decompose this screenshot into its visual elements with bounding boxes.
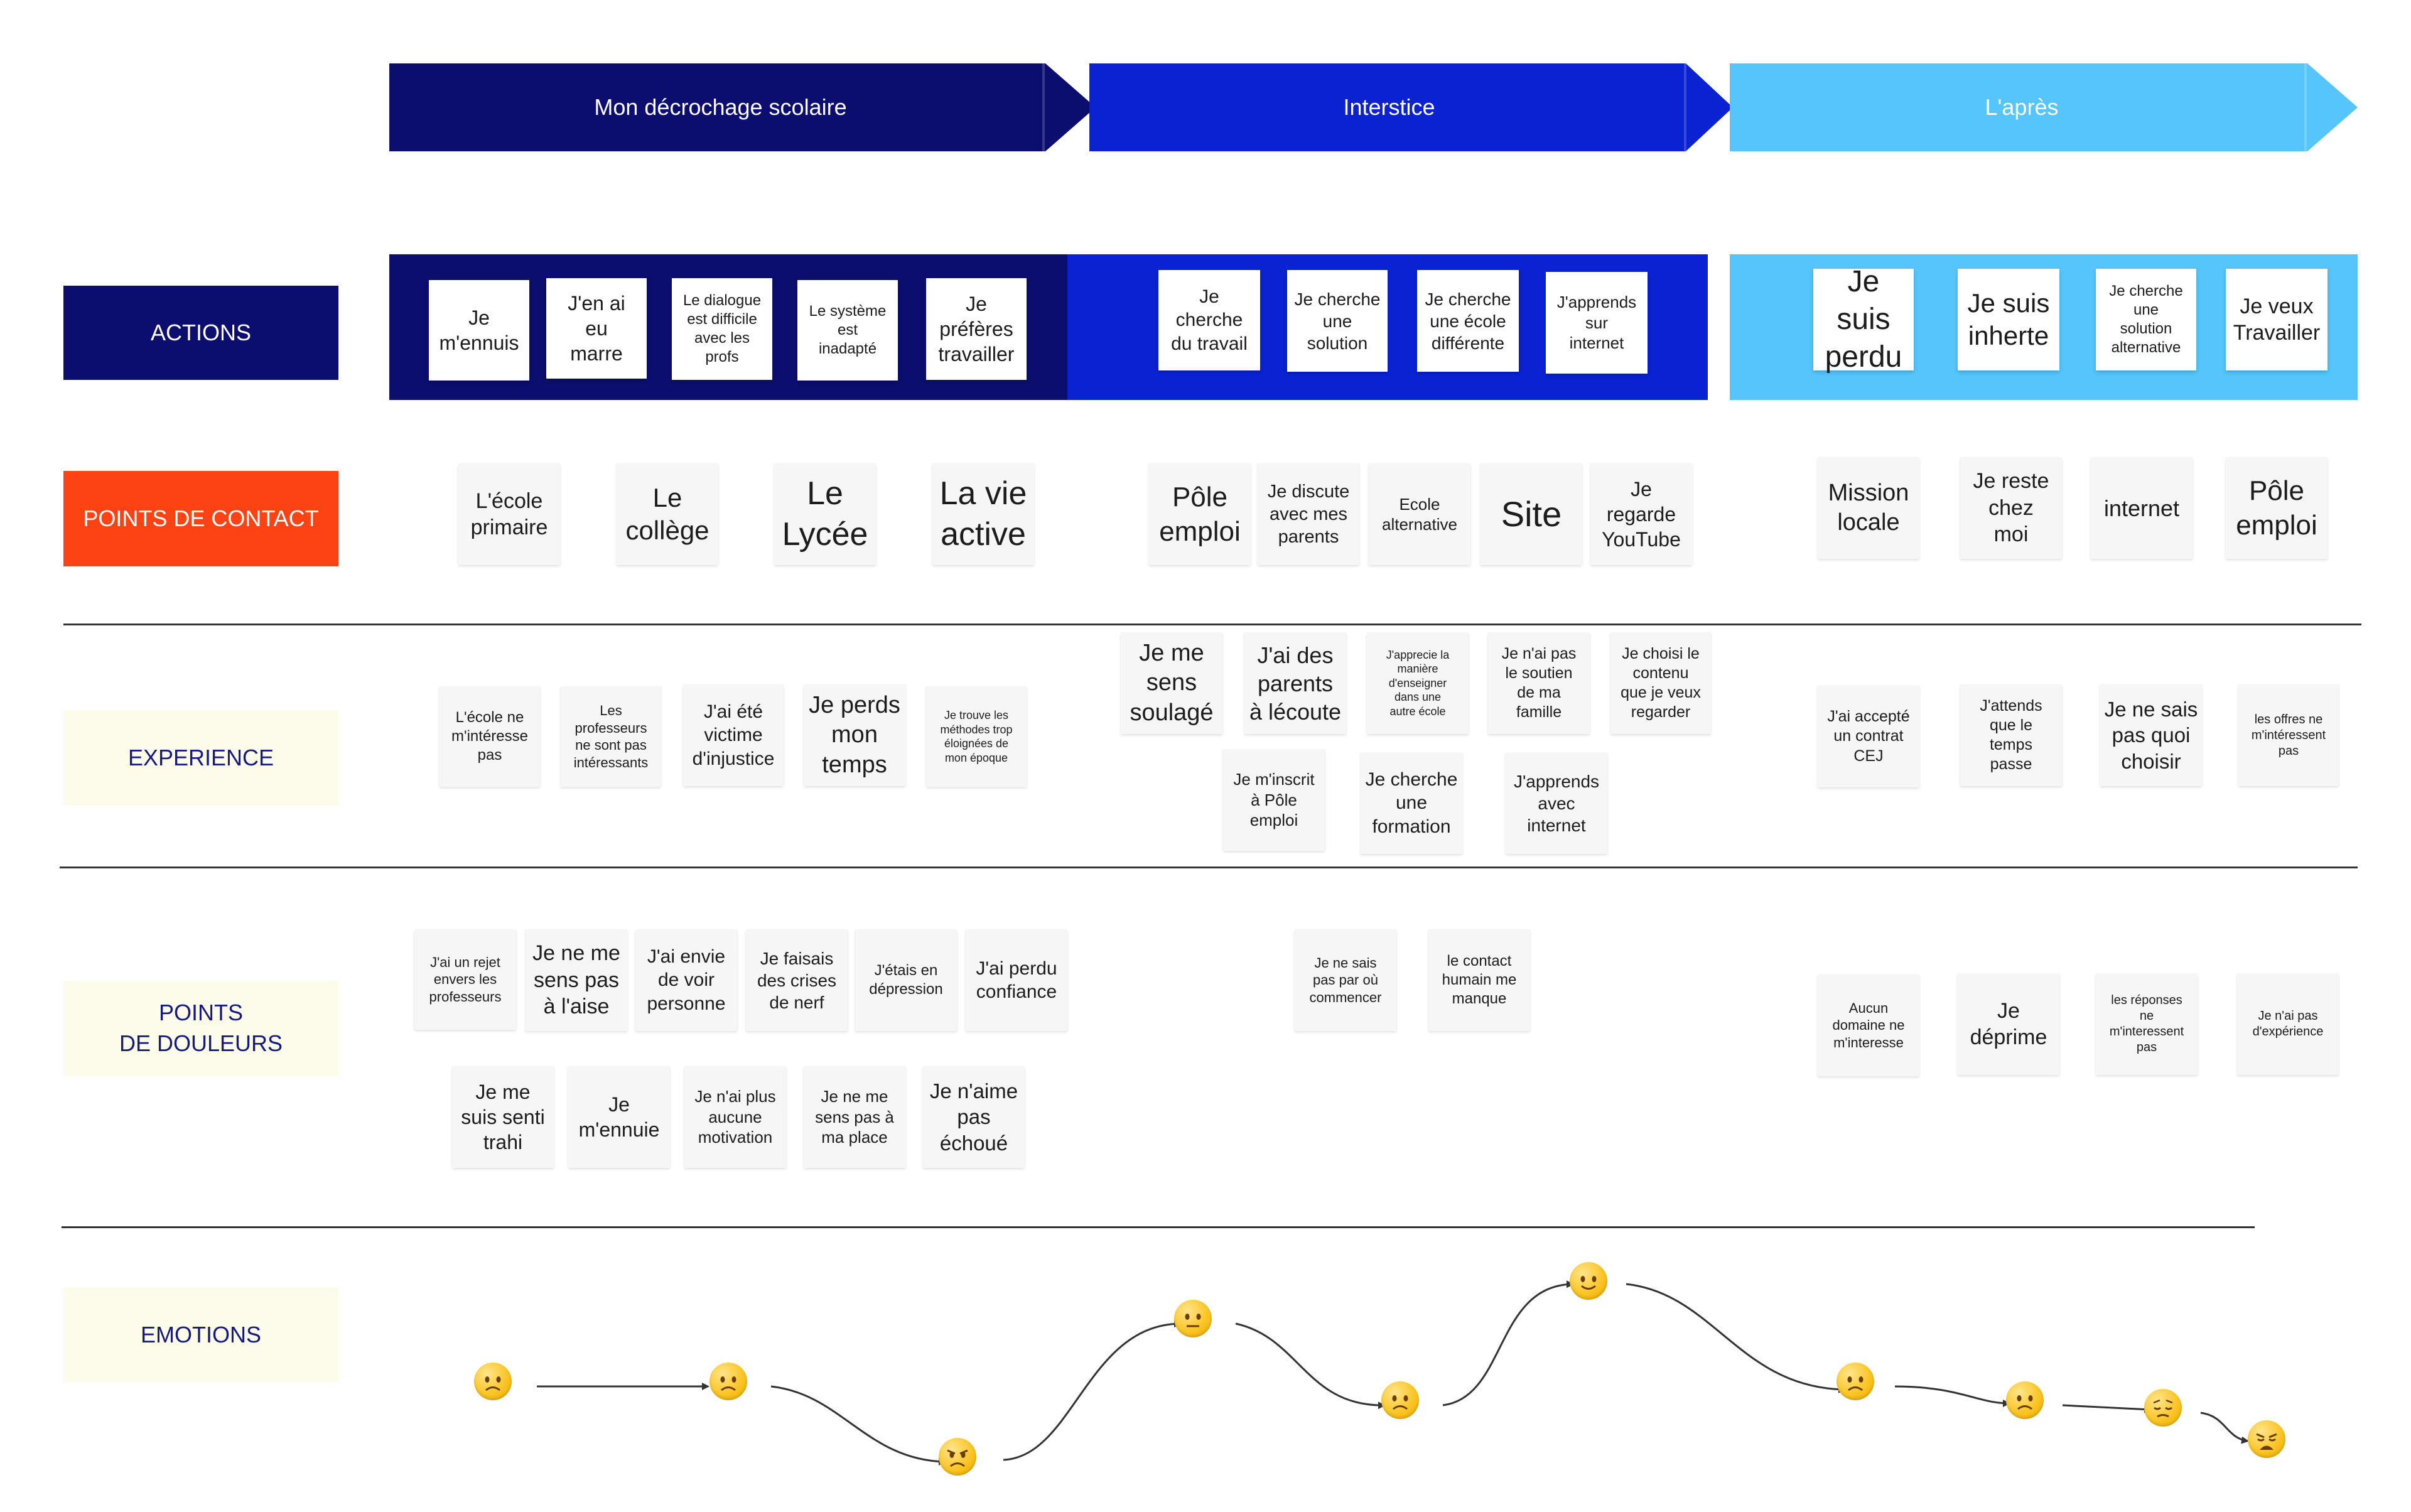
phase-banner-decrochage[interactable]: Mon décrochage scolaire xyxy=(389,63,1096,151)
row-label-experience: EXPERIENCE xyxy=(63,710,338,806)
experience-note[interactable]: J'ai été victime d'injustice xyxy=(683,684,784,786)
pain-point-note[interactable]: Je n'ai pas d'expérience xyxy=(2237,973,2339,1075)
contact-note[interactable]: Ecole alternative xyxy=(1369,463,1470,565)
action-note[interactable]: J'en ai eu marre xyxy=(546,278,647,379)
emotion-arrow xyxy=(1894,1385,2010,1407)
phase-divider xyxy=(2304,63,2307,151)
phase-divider xyxy=(1042,63,1045,151)
row-label-emotions: EMOTIONS xyxy=(63,1287,338,1383)
frowning-face-icon xyxy=(1381,1381,1419,1419)
contact-note[interactable]: Le Lycée xyxy=(774,463,876,565)
experience-note[interactable]: J'ai des parents à lécoute xyxy=(1244,632,1346,734)
frowning-face-icon xyxy=(2006,1381,2044,1419)
experience-note[interactable]: Je cherche une formation xyxy=(1361,752,1462,854)
pain-point-note[interactable]: J'ai perdu confiance xyxy=(966,929,1067,1031)
contact-note[interactable]: Pôle emploi xyxy=(1149,463,1251,565)
contact-note[interactable]: Site xyxy=(1481,463,1582,565)
pain-point-note[interactable]: Je m'ennuie xyxy=(568,1066,670,1168)
pain-point-note[interactable]: Je faisais des crises de nerf xyxy=(746,929,848,1031)
contact-note[interactable]: internet xyxy=(2091,457,2193,559)
section-divider xyxy=(60,867,2358,868)
row-label-points-de-douleurs: POINTS DE DOULEURS xyxy=(63,981,338,1076)
contact-note[interactable]: La vie active xyxy=(932,463,1034,565)
experience-note[interactable]: Les professeurs ne sont pas intéressants xyxy=(561,686,661,787)
pain-point-note[interactable]: Je me suis senti trahi xyxy=(452,1066,554,1168)
pain-point-note[interactable]: Je ne me sens pas à l'aise xyxy=(526,929,627,1031)
action-note[interactable]: Je veux Travailler xyxy=(2226,269,2327,370)
contact-note[interactable]: Pôle emploi xyxy=(2226,457,2327,559)
neutral-face-icon xyxy=(1174,1300,1212,1337)
action-note[interactable]: Je cherche une solution xyxy=(1287,270,1388,372)
pain-point-note[interactable]: Je ne me sens pas à ma place xyxy=(804,1066,905,1168)
pensive-face-icon xyxy=(2144,1389,2182,1427)
contact-note[interactable]: Mission locale xyxy=(1818,457,1919,559)
pain-point-note[interactable]: J'ai envie de voir personne xyxy=(635,929,737,1031)
pain-point-note[interactable]: Aucun domaine ne m'interesse xyxy=(1818,975,1919,1076)
action-note[interactable]: Je suis inherte xyxy=(1958,269,2059,370)
experience-note[interactable]: L'école ne m'intéresse pas xyxy=(440,686,540,787)
contact-note[interactable]: Je discute avec mes parents xyxy=(1258,463,1359,565)
experience-note[interactable]: J'attends que le temps passe xyxy=(1960,684,2062,786)
action-note[interactable]: J'apprends sur internet xyxy=(1546,272,1648,374)
experience-note[interactable]: Je choisi le contenu que je veux regarde… xyxy=(1610,632,1711,734)
experience-note[interactable]: J'apprecie la manière d'enseigner dans u… xyxy=(1367,632,1469,734)
phase-divider xyxy=(1684,63,1686,151)
pain-point-note[interactable]: les réponses ne m'interessent pas xyxy=(2096,973,2198,1075)
phase-banner-apres[interactable]: L'après xyxy=(1730,63,2358,151)
emotion-arrow xyxy=(1626,1283,1846,1393)
section-divider xyxy=(63,624,2361,625)
experience-note[interactable]: Je ne sais pas quoi choisir xyxy=(2100,684,2202,786)
emotion-arrow xyxy=(2062,1404,2152,1413)
pain-point-note[interactable]: J'étais en dépression xyxy=(855,929,957,1031)
emotion-arrow xyxy=(770,1385,946,1466)
experience-note[interactable]: Je me sens soulagé xyxy=(1121,632,1222,734)
action-note[interactable]: Je cherche une école différente xyxy=(1417,270,1519,372)
slightly-smiling-face-icon xyxy=(1570,1262,1607,1300)
action-note[interactable]: Je préfères travailler xyxy=(926,278,1027,380)
experience-note[interactable]: J'apprends avec internet xyxy=(1506,752,1607,854)
row-label-points-de-contact: POINTS DE CONTACT xyxy=(63,471,338,566)
action-note[interactable]: Le système est inadapté xyxy=(797,280,898,381)
section-divider xyxy=(62,1226,2255,1228)
experience-note[interactable]: J'ai accepté un contrat CEJ xyxy=(1818,686,1919,787)
pain-point-note[interactable]: J'ai un rejet envers les professeurs xyxy=(414,929,516,1030)
contact-note[interactable]: Le collège xyxy=(617,463,718,565)
experience-note[interactable]: les offres ne m'intéressent pas xyxy=(2238,684,2339,786)
pain-point-note[interactable]: Je ne sais pas par où commencer xyxy=(1295,929,1396,1031)
emotion-arrow xyxy=(1235,1322,1386,1410)
slightly-frowning-face-icon xyxy=(474,1363,512,1400)
pain-point-note[interactable]: Je déprime xyxy=(1958,973,2059,1075)
phase-label: L'après xyxy=(1985,94,2059,120)
action-note[interactable]: Je suis perdu xyxy=(1813,265,1914,374)
phase-label: Interstice xyxy=(1343,94,1435,120)
frowning-face-icon xyxy=(709,1363,747,1400)
pain-point-note[interactable]: le contact humain me manque xyxy=(1428,929,1530,1031)
row-label-actions: ACTIONS xyxy=(63,286,338,380)
pain-point-note[interactable]: Je n'ai plus aucune motivation xyxy=(684,1066,786,1168)
emotion-arrow xyxy=(2200,1412,2249,1444)
phase-label: Mon décrochage scolaire xyxy=(594,94,847,120)
action-note[interactable]: Le dialogue est difficile avec les profs xyxy=(672,278,772,380)
contact-note[interactable]: Je reste chez moi xyxy=(1960,457,2062,559)
action-note[interactable]: Je m'ennuis xyxy=(429,280,529,381)
experience-note[interactable]: Je n'ai pas le soutien de ma famille xyxy=(1488,632,1590,734)
pain-point-note[interactable]: Je n'aime pas échoué xyxy=(923,1066,1025,1168)
action-note[interactable]: Je cherche du travail xyxy=(1158,270,1260,370)
contact-note[interactable]: L'école primaire xyxy=(458,463,560,565)
experience-note[interactable]: Je trouve les méthodes trop éloignées de… xyxy=(926,686,1027,787)
contact-note[interactable]: Je regarde YouTube xyxy=(1590,463,1692,565)
emotion-arrow xyxy=(1442,1280,1574,1407)
experience-note[interactable]: Je perds mon temps xyxy=(804,684,905,786)
experience-note[interactable]: Je m'inscrit à Pôle emploi xyxy=(1223,749,1325,851)
phase-banner-interstice[interactable]: Interstice xyxy=(1089,63,1733,151)
action-note[interactable]: Je cherche une solution alternative xyxy=(2096,269,2196,370)
angry-face-icon xyxy=(939,1438,976,1476)
weary-face-icon xyxy=(2248,1420,2285,1458)
emotion-arrow xyxy=(1003,1320,1182,1461)
frowning-face-icon xyxy=(1837,1363,1874,1400)
